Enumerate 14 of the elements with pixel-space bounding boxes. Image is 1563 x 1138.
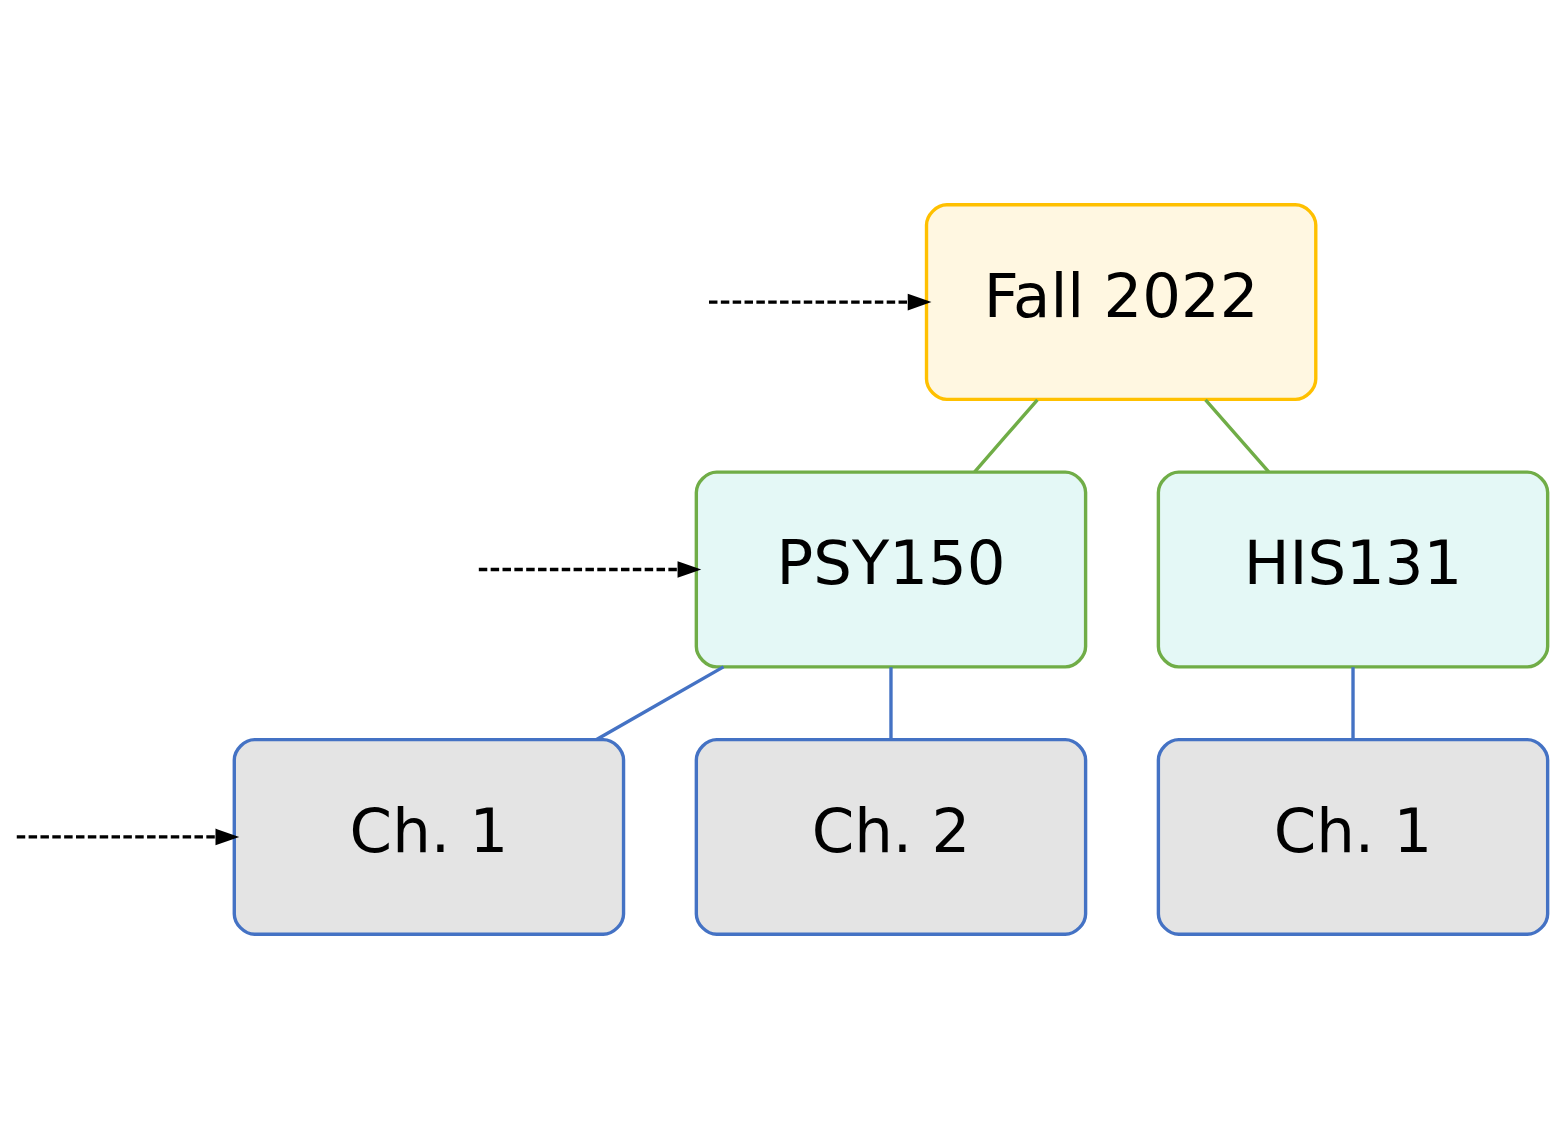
- connector: [1204, 398, 1270, 473]
- node-box: PSY150: [694, 470, 1088, 668]
- node-box: Ch. 2: [694, 737, 1088, 936]
- node-box: HIS131: [1156, 470, 1550, 668]
- node-box: Fall 2022: [924, 202, 1318, 401]
- connector: [595, 664, 725, 741]
- arrow: [478, 560, 702, 578]
- arrow: [16, 828, 240, 845]
- node-box: Ch. 1: [1156, 737, 1550, 936]
- node-box: Ch. 1: [232, 737, 626, 936]
- connector: [1351, 666, 1355, 739]
- connector: [889, 666, 893, 739]
- connector: [973, 398, 1039, 473]
- arrow: [709, 293, 932, 310]
